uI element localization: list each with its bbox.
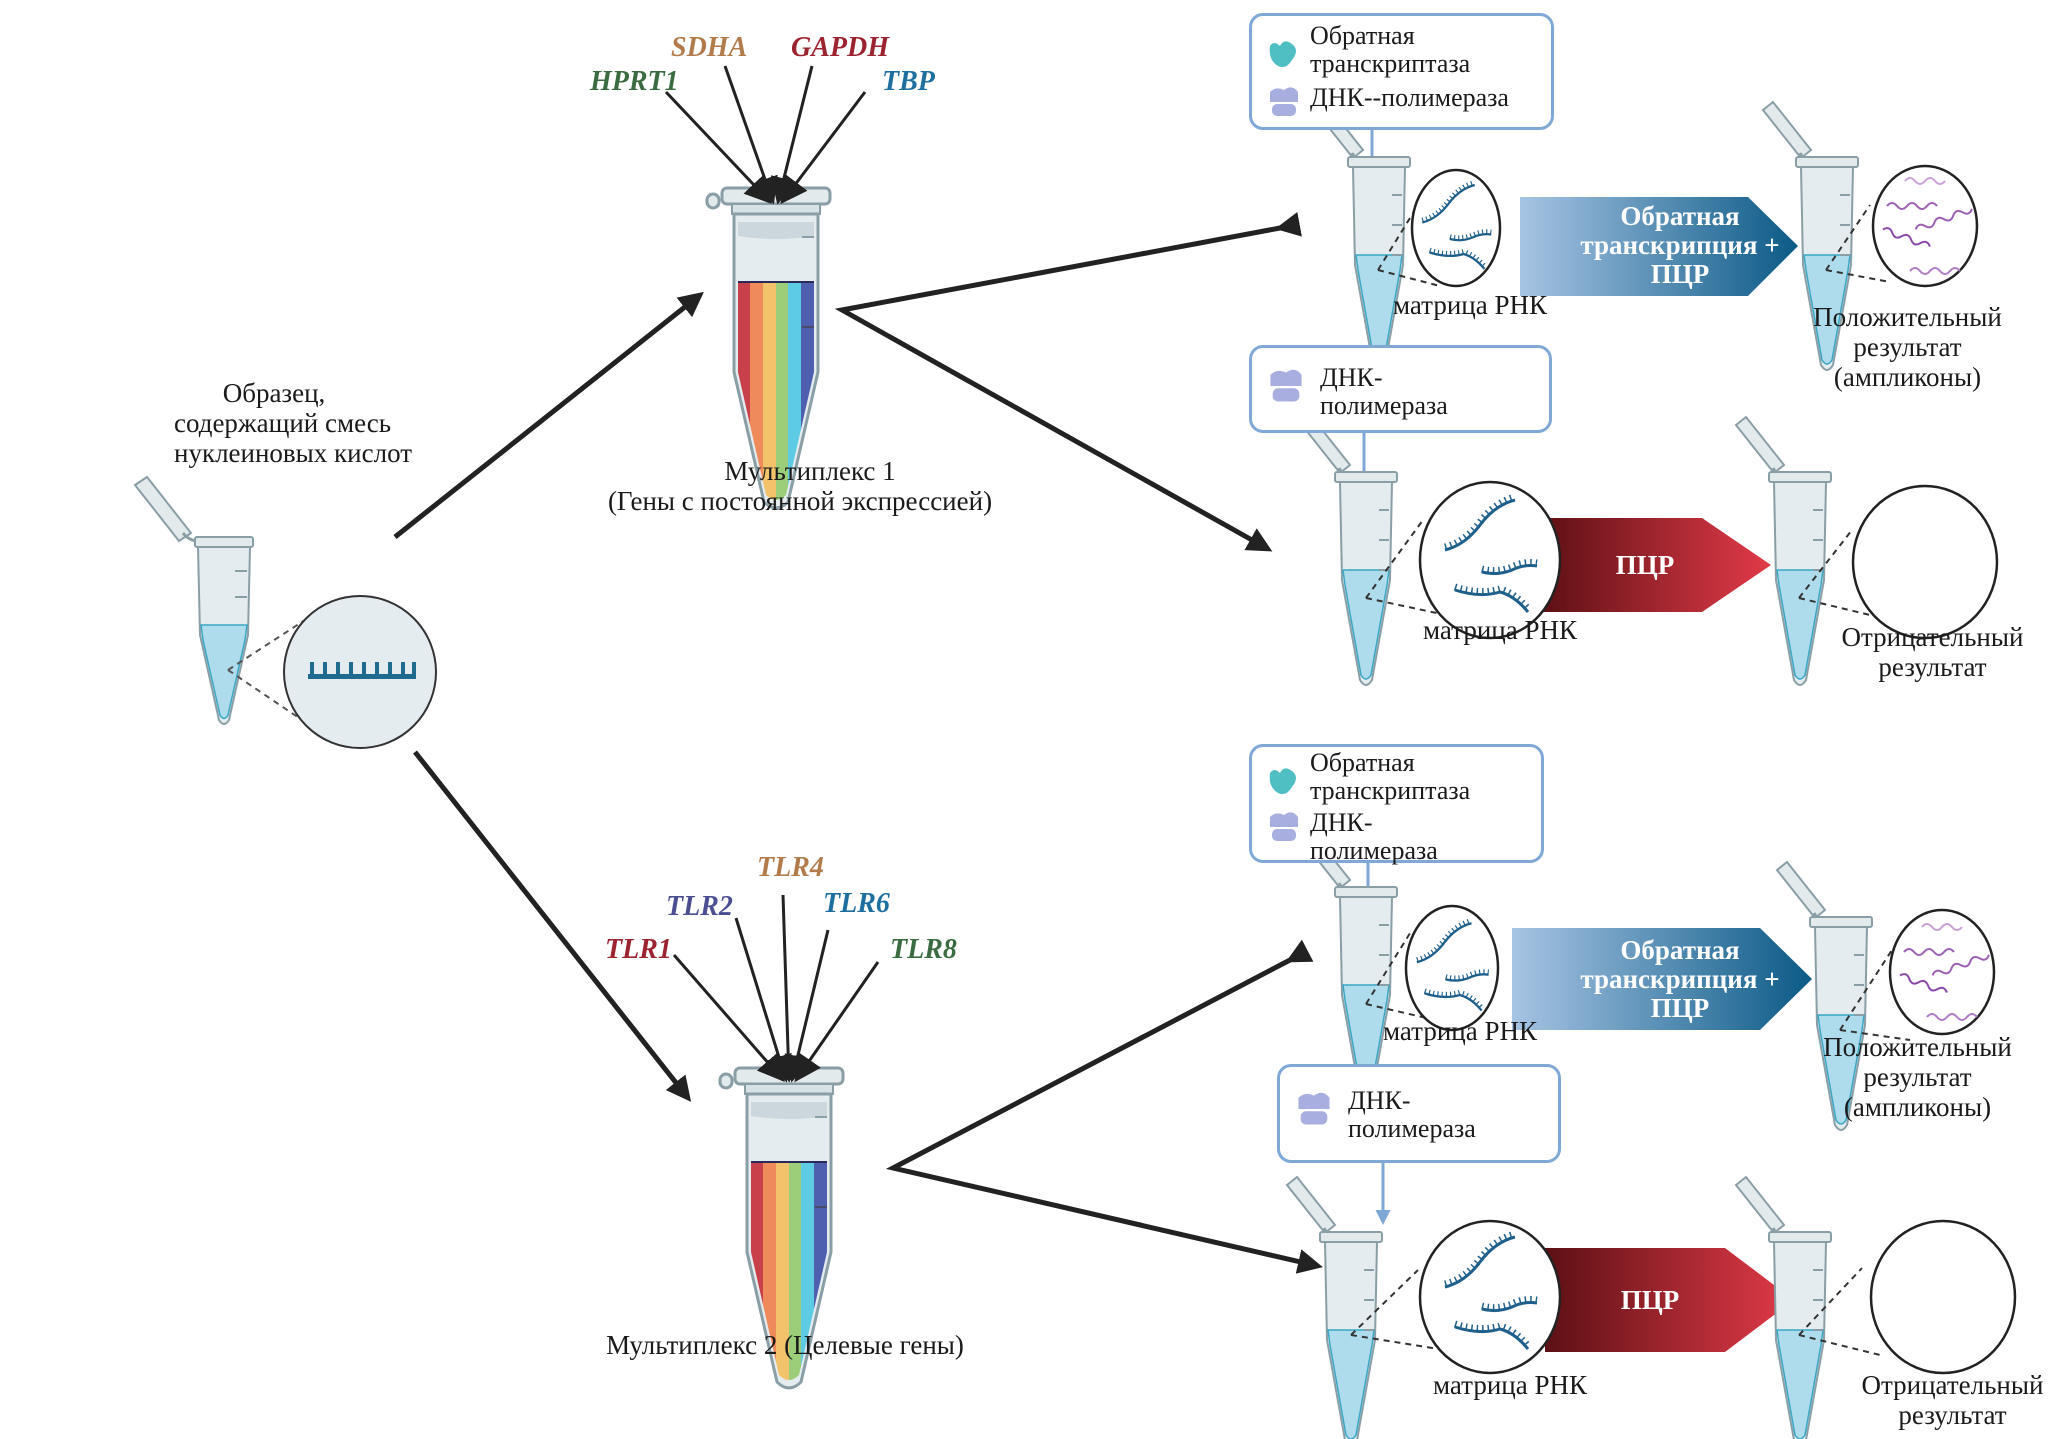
reagent-polymerase: ДНК-полимераза <box>1294 1087 1476 1143</box>
reagent-polymerase: ДНК--полимераза <box>1266 84 1509 120</box>
result-label-line: результат <box>1863 1062 1972 1092</box>
gene-label-tlr6: TLR6 <box>823 888 890 919</box>
pcr-process-arrow <box>1545 1248 1794 1352</box>
sample-label-line: содержащий смесь <box>174 408 392 438</box>
template-label: матрица РНК <box>1393 290 1547 320</box>
rt-pcr-label-line: транскрипция + <box>1580 230 1780 260</box>
rt-pcr-label-line: Обратная <box>1620 935 1740 965</box>
rt-pcr-label: Обратная транскрипция + ПЦР <box>1560 936 1800 1023</box>
rna-zoom-circle <box>1418 480 1562 640</box>
gene-label-tlr8: TLR8 <box>890 934 957 965</box>
result-label-line: результат <box>1898 1400 2007 1430</box>
gene-label-tbp: TBP <box>882 66 935 97</box>
reagent-box-pcr-2: ДНК-полимераза <box>1277 1064 1561 1163</box>
row4-template-tube <box>1285 1175 1384 1439</box>
template-label: матрица РНК <box>1433 1370 1587 1400</box>
multiplex1-primer-lines <box>664 65 867 205</box>
sample-label: Образец, содержащий смесь нуклеиновых ки… <box>174 378 413 468</box>
sample-label-line: нуклеиновых кислот <box>174 438 413 468</box>
gene-label-sdha: SDHA <box>671 32 748 63</box>
result-label-line: Отрицательный <box>1841 622 2024 652</box>
positive-result-label: Положительный результат (ампликоны) <box>1800 302 2015 392</box>
branch-arrows-multiplex1 <box>834 212 1302 552</box>
empty-zoom-circle <box>1869 1219 2017 1375</box>
positive-result-label: Положительный результат (ампликоны) <box>1810 1032 2025 1122</box>
rt-pcr-label-line: Обратная <box>1620 201 1740 231</box>
reagent-label: Обратная <box>1310 748 1415 777</box>
zoom-guide-line <box>227 669 306 723</box>
reagent-label: ДНК--полимераза <box>1310 83 1509 112</box>
gene-label-tlr1: TLR1 <box>605 934 672 965</box>
dna-polymerase-icon <box>1270 812 1298 841</box>
rt-pcr-label: Обратная транскрипция + ПЦР <box>1570 202 1790 289</box>
result-label-line: результат <box>1878 652 1987 682</box>
rna-zoom-circle <box>1418 1219 1562 1375</box>
reagent-label: ДНК- <box>1348 1086 1411 1115</box>
sample-tube <box>133 475 254 725</box>
gene-label-tlr4: TLR4 <box>757 852 824 883</box>
sample-zoom-circle <box>283 595 437 749</box>
reagent-label: полимераза <box>1310 836 1438 865</box>
multiplex2-primer-lines <box>672 894 880 1083</box>
gene-label-gapdh: GAPDH <box>791 32 889 63</box>
reagent-label: полимераза <box>1348 1114 1476 1143</box>
pcr-process-arrow <box>1540 518 1771 612</box>
dna-polymerase-icon <box>1270 369 1302 402</box>
rt-pcr-process-arrow <box>1520 197 1798 296</box>
pcr-label: ПЦР <box>1615 550 1675 580</box>
dna-polymerase-icon <box>1270 87 1298 116</box>
reagent-label: ДНК- <box>1310 808 1373 837</box>
multiplex2-title: Мультиплекс 2 (Целевые гены) <box>606 1330 964 1360</box>
result-label-line: Положительный <box>1813 302 2002 332</box>
reagent-box-pcr-1: ДНК-полимераза <box>1249 345 1552 433</box>
result-label-line: Отрицательный <box>1861 1370 2044 1400</box>
rt-pcr-label-line: ПЦР <box>1650 993 1710 1023</box>
nucleic-acid-icon <box>308 662 416 679</box>
rna-zoom-circle <box>1410 168 1502 288</box>
rt-pcr-label-line: ПЦР <box>1650 259 1710 289</box>
reverse-transcriptase-icon <box>1269 41 1296 68</box>
reagent-label: транскриптаза <box>1310 776 1471 805</box>
reagent-label: Обратная <box>1310 21 1415 50</box>
gene-label-tlr2: TLR2 <box>666 891 733 922</box>
dna-polymerase-icon <box>1298 1092 1330 1125</box>
arrow-to-multiplex1 <box>393 291 704 539</box>
template-label: матрица РНК <box>1423 615 1577 645</box>
row2-template-tube <box>1300 415 1399 687</box>
rna-zoom-circle <box>1404 904 1500 1032</box>
negative-result-label: Отрицательный результат <box>1845 1370 2055 1430</box>
result-label-line: результат <box>1853 332 1962 362</box>
reagent-label: полимераза <box>1320 391 1448 420</box>
result-label-line: Положительный <box>1823 1032 2012 1062</box>
result-label-line: (ампликоны) <box>1843 1092 1992 1122</box>
branch-arrows-multiplex2 <box>885 939 1323 1274</box>
reagent-polymerase: ДНК-полимераза <box>1266 364 1448 420</box>
template-label: матрица РНК <box>1383 1016 1537 1046</box>
empty-zoom-circle <box>1851 484 1999 640</box>
row1-template-tube <box>1313 100 1412 372</box>
reagent-label: ДНК- <box>1320 363 1383 392</box>
row3-template-tube <box>1300 830 1399 1102</box>
multiplex1-subtitle: (Гены с постоянной экспрессией) <box>607 486 993 516</box>
reagent-label: транскриптаза <box>1310 49 1471 78</box>
zoom-guide-line <box>227 619 306 671</box>
rt-pcr-label-line: транскрипция + <box>1580 964 1780 994</box>
reverse-transcriptase-icon <box>1269 768 1296 795</box>
pcr-label: ПЦР <box>1620 1285 1680 1315</box>
gene-label-hprt1: HPRT1 <box>590 66 679 97</box>
arrow-to-multiplex2 <box>413 750 692 1102</box>
multiplex1-title: Мультиплекс 1 <box>724 456 896 486</box>
rt-pcr-process-arrow <box>1512 928 1812 1030</box>
reagent-polymerase: ДНК-полимераза <box>1266 809 1438 865</box>
negative-result-label: Отрицательный результат <box>1825 622 2040 682</box>
sample-label-line: Образец, <box>222 378 326 408</box>
result-label-line: (ампликоны) <box>1833 362 1982 392</box>
